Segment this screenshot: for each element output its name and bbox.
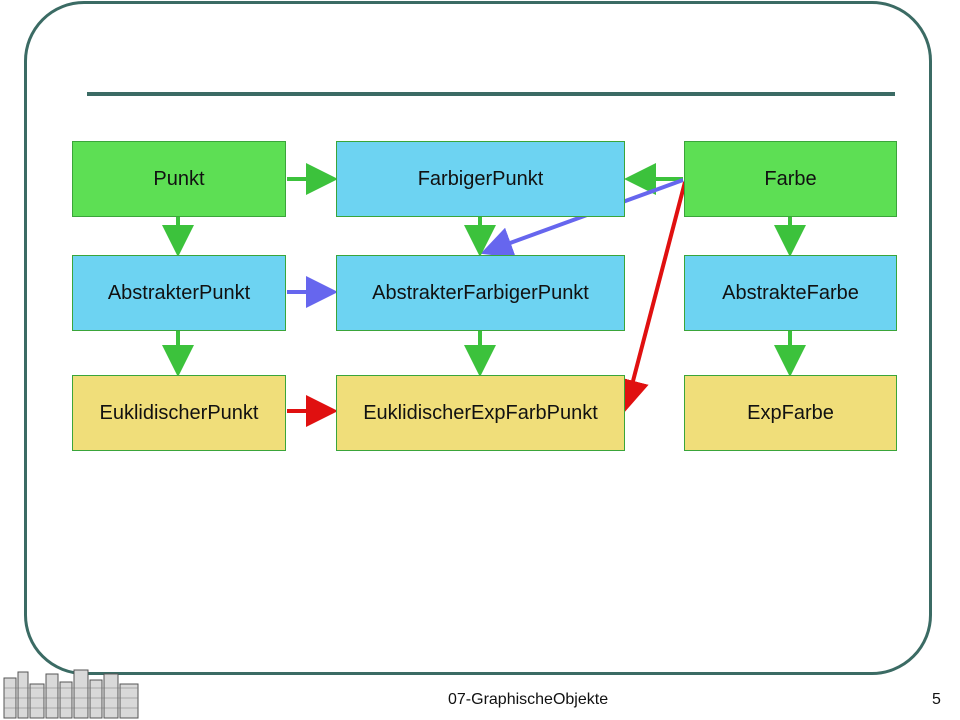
box-abstrakter-punkt: AbstrakterPunkt bbox=[72, 255, 286, 331]
box-farbe: Farbe bbox=[684, 141, 897, 217]
footer-title: 07-GraphischeObjekte bbox=[448, 691, 609, 708]
box-punkt: Punkt bbox=[72, 141, 286, 217]
institution-logo-icon bbox=[3, 669, 139, 719]
box-abstrakte-farbe: AbstrakteFarbe bbox=[684, 255, 897, 331]
title-rule bbox=[87, 92, 895, 96]
box-exp-farbe: ExpFarbe bbox=[684, 375, 897, 451]
box-euklidischer-punkt: EuklidischerPunkt bbox=[72, 375, 286, 451]
arrow-farbe-to-euklidischerexpfarbpunkt bbox=[617, 181, 687, 412]
box-farbiger-punkt: FarbigerPunkt bbox=[336, 141, 625, 217]
slide-frame bbox=[24, 1, 932, 675]
page-number: 5 bbox=[932, 691, 941, 708]
box-abstrakter-farbiger-punkt: AbstrakterFarbigerPunkt bbox=[336, 255, 625, 331]
box-euklidischer-exp-farb-punkt: EuklidischerExpFarbPunkt bbox=[336, 375, 625, 451]
